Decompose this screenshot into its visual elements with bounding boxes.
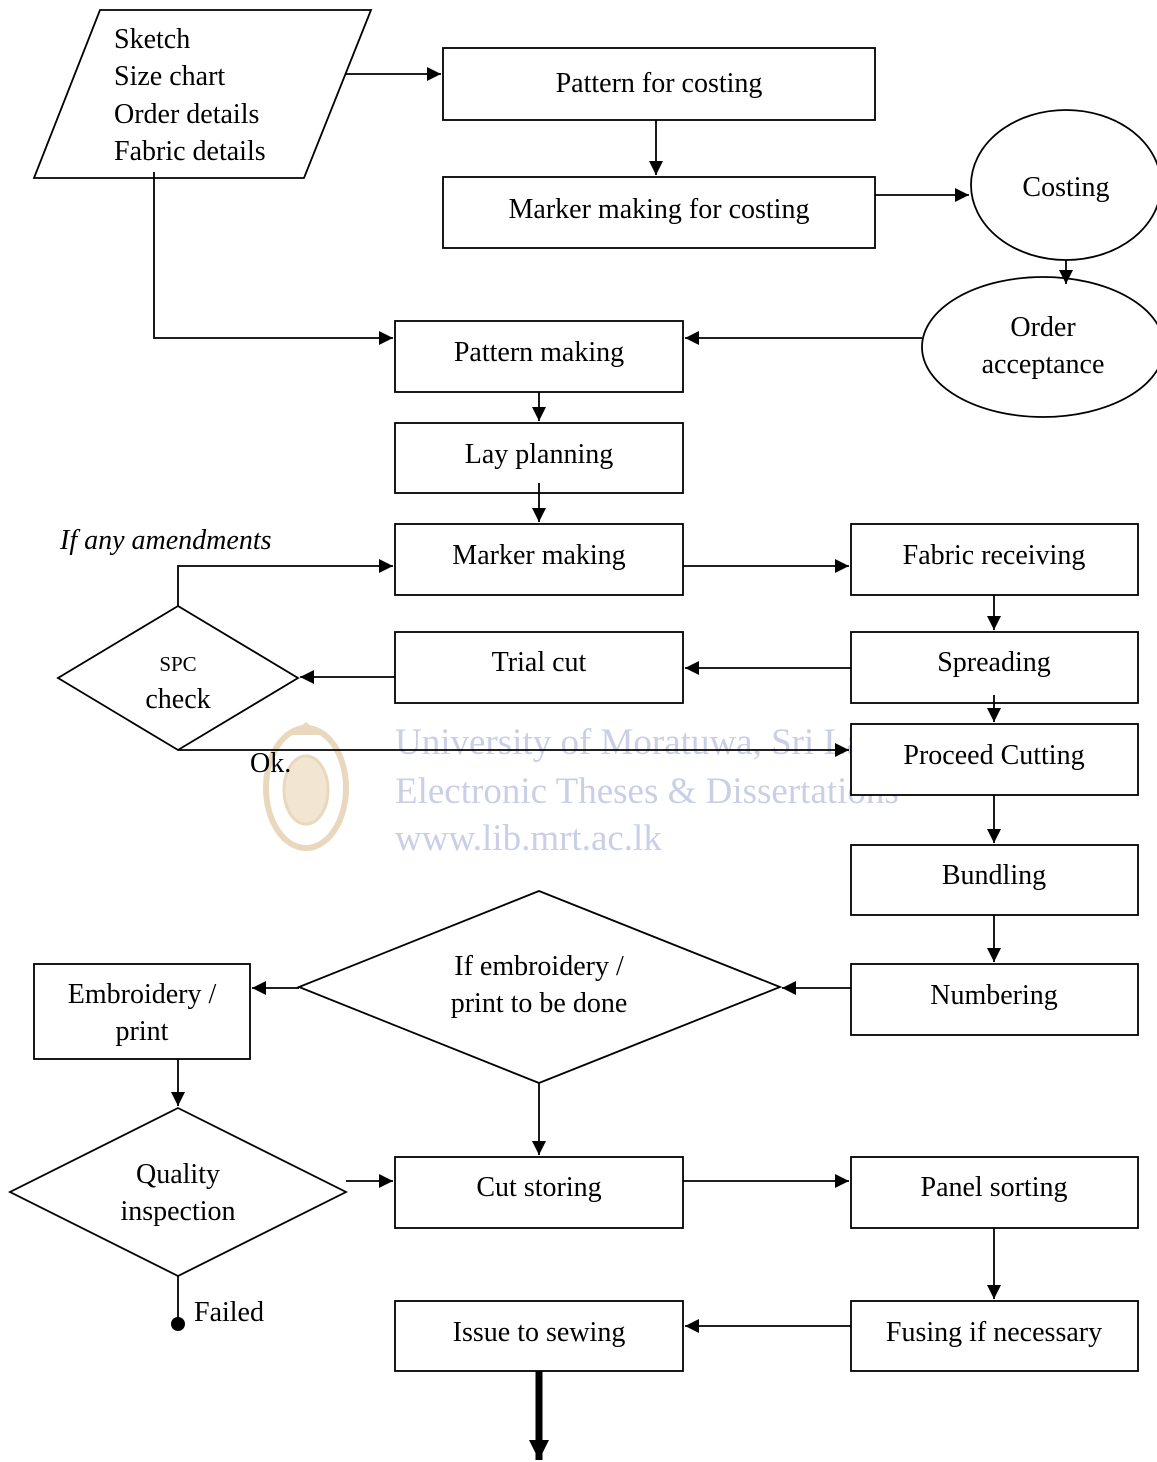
- order-label: Order: [1010, 312, 1076, 343]
- decision-line-1: If embroidery /: [454, 951, 624, 982]
- watermark: University of Moratuwa, Sri Lanka. Elect…: [395, 722, 925, 859]
- failed-label: Failed: [194, 1297, 264, 1328]
- embroidery-decision-diamond: [296, 890, 783, 1084]
- input-line-size-chart: Size chart: [114, 61, 225, 92]
- input-line-fabric-details: Fabric details: [114, 136, 266, 167]
- quality-line-2: inspection: [120, 1196, 235, 1227]
- bundling-label: Bundling: [942, 860, 1046, 891]
- marker-making-box: [394, 523, 684, 596]
- input-line-order-details: Order details: [114, 99, 259, 130]
- cut-storing-box: [394, 1156, 684, 1229]
- marker-making-for-costing-label: Marker making for costing: [509, 194, 810, 225]
- arrow-input-to-pattern-making: [153, 172, 393, 345]
- order-acceptance-oval: [921, 276, 1157, 418]
- proceed-cutting-label: Proceed Cutting: [903, 740, 1084, 771]
- numbering-label: Numbering: [930, 980, 1058, 1011]
- watermark-line-2: Electronic Theses & Dissertations: [395, 771, 899, 812]
- watermark-line-1: University of Moratuwa, Sri Lanka.: [395, 722, 925, 763]
- spc-label: SPC: [159, 652, 196, 676]
- trial-cut-box: [394, 631, 684, 704]
- trial-cut-label: Trial cut: [492, 647, 587, 678]
- fusing-label: Fusing if necessary: [886, 1317, 1102, 1348]
- embroidery-print-box: [33, 963, 251, 1060]
- spc-check-diamond: [56, 604, 300, 752]
- failed-terminal-dot: [171, 1317, 185, 1331]
- watermark-line-3: www.lib.mrt.ac.lk: [395, 818, 662, 859]
- ok-label: Ok.: [250, 748, 291, 779]
- bundling-box: [850, 844, 1139, 916]
- costing-label: Costing: [1022, 172, 1109, 203]
- input-document-parallelogram: [32, 9, 373, 179]
- spreading-box: [850, 631, 1139, 704]
- proceed-cutting-box: [850, 723, 1139, 796]
- spreading-label: Spreading: [937, 647, 1051, 678]
- pattern-making-box: [394, 320, 684, 393]
- fusing-box: [850, 1300, 1139, 1372]
- quality-line-1: Quality: [136, 1159, 220, 1190]
- embroidery-line-1: Embroidery /: [68, 979, 217, 1010]
- check-label: check: [145, 684, 210, 715]
- quality-inspection-diamond: [7, 1106, 349, 1278]
- issue-to-sewing-label: Issue to sewing: [453, 1317, 626, 1348]
- panel-sorting-label: Panel sorting: [921, 1172, 1068, 1203]
- fabric-receiving-label: Fabric receiving: [903, 540, 1086, 571]
- acceptance-label: acceptance: [982, 349, 1105, 380]
- amendments-label: If any amendments: [59, 525, 272, 556]
- marker-making-label: Marker making: [452, 540, 625, 571]
- lay-planning-box: [394, 422, 684, 494]
- arrow-spc-amendments-to-marker-making: [177, 559, 393, 606]
- input-line-sketch: Sketch: [114, 24, 190, 55]
- marker-making-for-costing-box: [442, 176, 876, 249]
- fabric-receiving-box: [850, 523, 1139, 596]
- watermark-seal-icon: [263, 722, 349, 851]
- lay-planning-label: Lay planning: [465, 439, 614, 470]
- numbering-box: [850, 963, 1139, 1036]
- embroidery-line-2: print: [116, 1016, 169, 1047]
- decision-line-2: print to be done: [451, 988, 628, 1019]
- cut-storing-label: Cut storing: [476, 1172, 601, 1203]
- pattern-for-costing-box: [442, 47, 876, 121]
- pattern-making-label: Pattern making: [454, 337, 624, 368]
- pattern-for-costing-label: Pattern for costing: [556, 68, 763, 99]
